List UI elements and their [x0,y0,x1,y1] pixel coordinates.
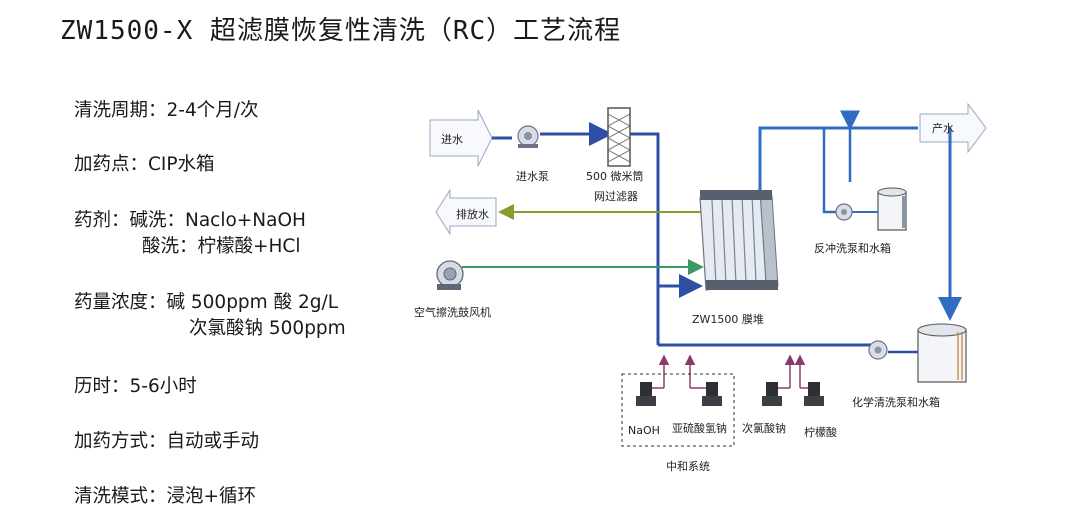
label-bisulfite: 亚硫酸氢钠 [672,422,727,435]
label-backwash: 反冲洗泵和水箱 [814,242,891,255]
label-filter-line2: 网过滤器 [594,190,638,203]
spec-duration: 历时：5-6小时 [74,376,197,397]
spec-conc-line1: 药量浓度：碱 500ppm 酸 2g/L [74,292,339,313]
hypochlorite-pump-icon [762,382,790,406]
backwash-down-pipe [822,128,838,214]
label-citric: 柠檬酸 [804,426,837,439]
page-title: ZW1500-X 超滤膜恢复性清洗（RC）工艺流程 [60,16,622,46]
cip-tank-icon [917,323,967,383]
drain-arrow-shape [435,188,497,236]
label-inlet-pump: 进水泵 [516,170,549,183]
cip-pump-icon [868,340,888,360]
inlet-pump-icon [517,125,539,148]
filter-icon [607,107,631,167]
spec-conc-line2: 次氯酸钠 500ppm [189,318,346,339]
spec-concentration: 药量浓度：碱 500ppm 酸 2g/L 次氯酸钠 500ppm [74,288,346,340]
spec-agents-line1: 药剂：碱洗：Naclo+NaOH [74,210,306,231]
product-pipe [758,126,918,190]
label-naoh: NaOH [628,424,660,437]
citric-pump-icon [800,382,824,406]
spec-cycle: 清洗周期：2-4个月/次 [74,100,259,121]
neutralization-box [621,373,735,447]
label-neutralization: 中和系统 [666,460,710,473]
backwash-tank-icon [877,187,907,231]
filter-outlet-pipe [630,132,660,345]
spec-clean-mode: 清洗模式：浸泡+循环 [74,486,257,507]
label-membrane: ZW1500 膜堆 [692,313,764,326]
spec-dosing-mode: 加药方式：自动或手动 [74,431,260,452]
inlet-arrow-shape [429,109,493,167]
spec-agents: 药剂：碱洗：Naclo+NaOH 酸洗：柠檬酸+HCl [74,206,306,258]
naoh-pump-icon [636,382,664,406]
bisulfite-pump-icon [690,382,722,406]
backwash-pump-icon [835,203,853,221]
product-arrow-shape [919,102,987,154]
label-filter-line1: 500 微米筒 [586,170,644,183]
label-inlet: 进水 [441,133,463,146]
label-cip: 化学清洗泵和水箱 [852,396,940,409]
label-product: 产水 [932,122,954,135]
label-hypochlorite: 次氯酸钠 [742,422,786,435]
spec-agents-line2: 酸洗：柠檬酸+HCl [142,236,301,257]
label-blower: 空气擦洗鼓风机 [414,306,491,319]
membrane-stack-icon [699,189,779,291]
blower-icon [436,260,464,290]
spec-dosing-point: 加药点：CIP水箱 [74,154,215,175]
label-drain: 排放水 [456,208,489,221]
